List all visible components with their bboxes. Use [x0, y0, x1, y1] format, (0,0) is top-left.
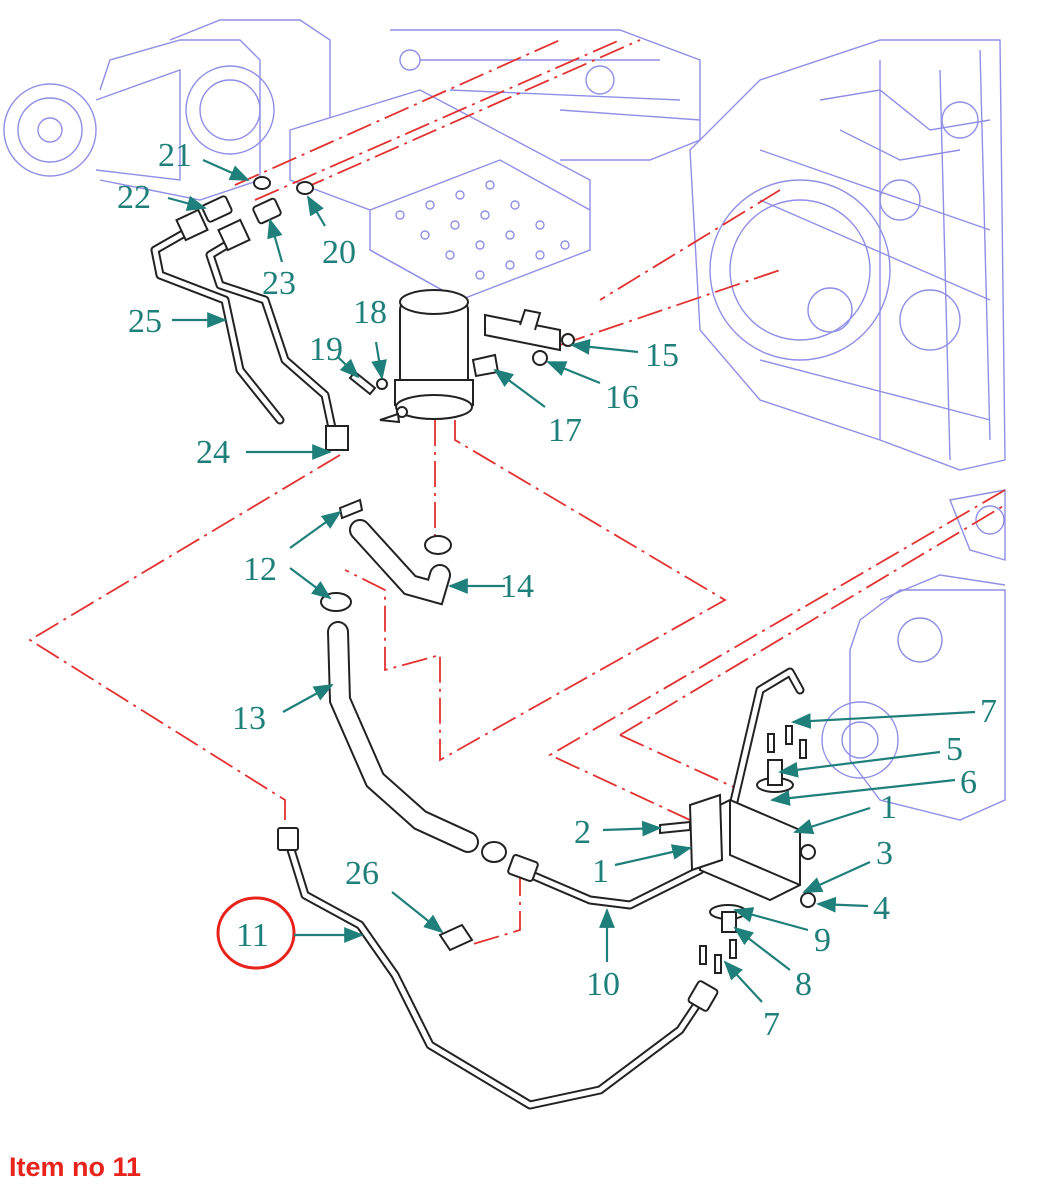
hose-13: [327, 621, 479, 853]
fuel-pump-1: [688, 793, 801, 902]
callout-5: 5: [946, 731, 963, 768]
callout-10: 10: [586, 966, 620, 1003]
highlight-circle-item-11: [216, 896, 296, 970]
background-machinery: [3, 19, 1006, 821]
callout-3: 3: [876, 835, 893, 872]
callout-25: 25: [128, 303, 162, 340]
callout-7-bottom: 7: [763, 1006, 780, 1043]
pipe-24: [205, 218, 349, 451]
callout-7-top: 7: [980, 693, 997, 730]
callout-labels: 21 22 23 20 25 24 18 19 15 16 17 12 14 1…: [117, 137, 997, 1043]
callout-26: 26: [345, 855, 379, 892]
callout-15: 15: [645, 337, 679, 374]
callout-19: 19: [309, 331, 343, 368]
callout-11: 11: [236, 917, 269, 954]
callout-1-left: 1: [592, 853, 609, 890]
parts: [150, 176, 816, 1110]
callout-18: 18: [353, 294, 387, 331]
callout-17: 17: [548, 412, 582, 449]
item-caption: Item no 11: [9, 1152, 142, 1182]
callout-2: 2: [574, 814, 591, 851]
callout-8: 8: [795, 966, 812, 1003]
callout-22: 22: [117, 179, 151, 216]
leader-lines: [167, 158, 976, 1003]
fuel-system-exploded-diagram: 21 22 23 20 25 24 18 19 15 16 17 12 14 1…: [3, 19, 1006, 1110]
callout-6: 6: [960, 764, 977, 801]
fuel-filter-17: [394, 289, 500, 420]
callout-9: 9: [814, 922, 831, 959]
callout-23: 23: [262, 265, 296, 302]
callout-16: 16: [605, 379, 639, 416]
callout-12: 12: [243, 551, 277, 588]
callout-21: 21: [158, 137, 192, 174]
callout-13: 13: [232, 700, 266, 737]
callout-14: 14: [500, 568, 534, 605]
hose-14: [349, 519, 451, 606]
assembly-centerlines: [28, 39, 1006, 946]
callout-1-right: 1: [880, 789, 897, 826]
pipe-25: [150, 208, 285, 425]
callout-24: 24: [196, 434, 230, 471]
callout-4: 4: [873, 890, 890, 927]
callout-20: 20: [322, 234, 356, 271]
pipe-11: [277, 827, 719, 1110]
